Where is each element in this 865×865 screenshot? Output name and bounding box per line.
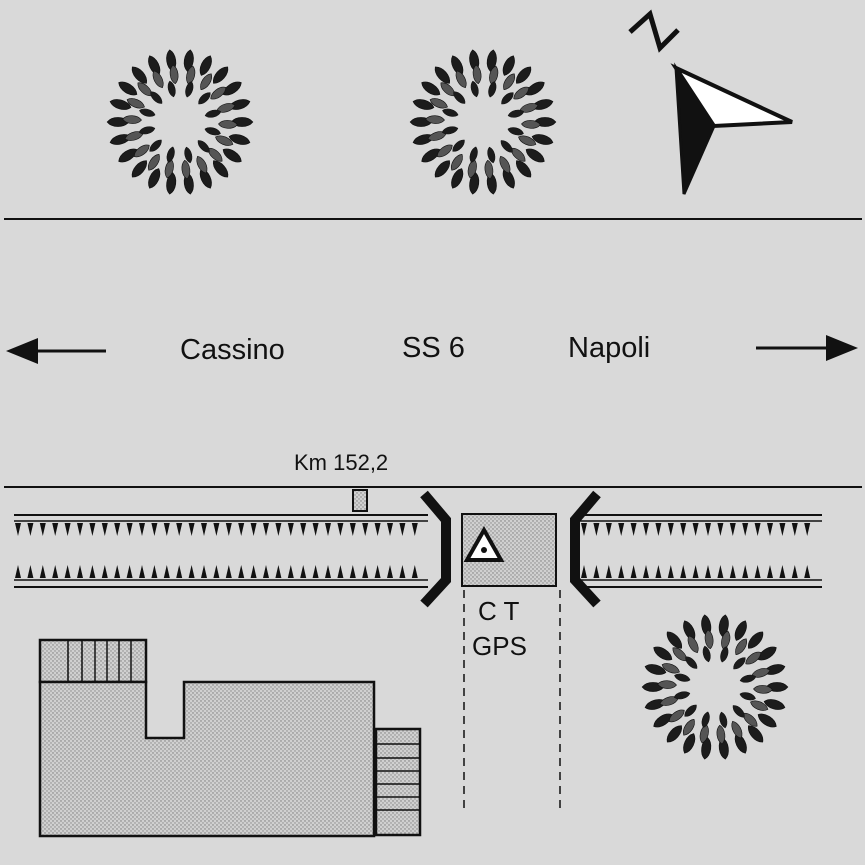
arrow-left-icon — [6, 338, 106, 364]
north-arrow-icon — [670, 62, 793, 195]
station-code-label: C T — [478, 596, 520, 626]
building — [38, 638, 422, 838]
km-marker-label: Km 152,2 — [294, 450, 389, 475]
station-type-label: GPS — [472, 631, 527, 661]
north-letter-icon — [628, 9, 680, 53]
east-destination-label: Napoli — [568, 332, 651, 364]
embankment-west — [14, 514, 428, 588]
gps-benchmark-triangle-icon — [463, 525, 505, 562]
road-name-label: SS 6 — [402, 332, 465, 364]
tree-icon — [641, 613, 789, 761]
km-post-icon — [352, 489, 368, 512]
tree-icon — [409, 48, 557, 196]
culvert-bracket-east — [570, 490, 601, 608]
arrow-right-icon — [756, 335, 858, 361]
culvert-bracket-west — [420, 490, 451, 608]
west-destination-label: Cassino — [180, 334, 285, 366]
tree-icon — [106, 48, 254, 196]
embankment-east — [580, 514, 822, 588]
